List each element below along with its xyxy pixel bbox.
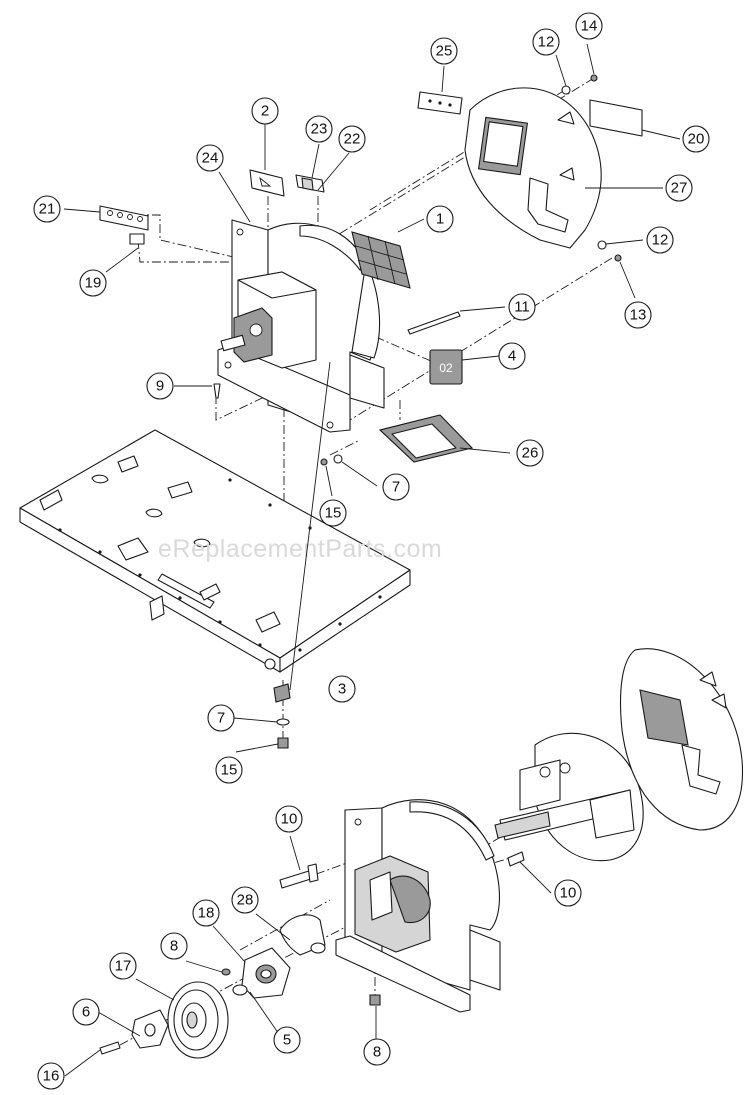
callout-18: 18 [192,899,220,927]
svg-text:02: 02 [439,361,453,375]
svg-text:26: 26 [522,445,539,462]
callout-27: 27 [665,174,693,202]
callout-2: 2 [251,97,279,125]
svg-text:16: 16 [43,1068,60,1085]
callout-7-top: 7 [382,473,410,501]
callout-21: 21 [33,195,61,223]
svg-text:19: 19 [85,275,102,292]
callout-13: 13 [624,301,652,329]
callout-20: 20 [682,125,710,153]
svg-text:15: 15 [221,762,238,779]
callout-15-top: 15 [319,499,347,527]
svg-text:12: 12 [652,232,669,249]
callout-16: 16 [37,1062,65,1090]
callout-10-right: 10 [554,879,582,907]
callout-9: 9 [146,372,174,400]
callout-24: 24 [196,144,224,172]
svg-text:18: 18 [198,905,215,922]
callout-8-bottom: 8 [363,1038,391,1066]
svg-text:23: 23 [311,121,328,138]
callout-6: 6 [72,998,100,1026]
svg-text:5: 5 [283,1032,291,1049]
svg-text:27: 27 [671,180,688,197]
callouts: 1 2 3 4 5 6 7 7 8 8 9 10 10 11 12 12 13 … [33,12,710,1090]
svg-text:17: 17 [115,958,132,975]
drive-parts-bottom [99,851,525,1059]
callout-22: 22 [338,125,366,153]
blower-housing-top [217,219,385,433]
callout-4: 4 [498,342,526,370]
svg-text:15: 15 [325,505,342,522]
callout-7-bottom: 7 [207,704,235,732]
svg-text:9: 9 [156,378,164,395]
svg-text:7: 7 [392,479,400,496]
callout-12-right: 12 [646,226,674,254]
side-plates-bottom [494,648,744,862]
svg-text:28: 28 [237,892,254,909]
svg-text:13: 13 [630,307,647,324]
svg-text:10: 10 [281,811,298,828]
svg-text:20: 20 [688,131,705,148]
callout-15-bottom: 15 [215,756,243,784]
svg-text:21: 21 [39,201,56,218]
callout-3: 3 [328,675,356,703]
svg-text:7: 7 [217,710,225,727]
decals-top: 02 [99,169,474,466]
callout-19: 19 [79,269,107,297]
callout-28: 28 [231,886,259,914]
callout-10-left: 10 [275,805,303,833]
svg-text:4: 4 [508,348,516,365]
callout-5: 5 [273,1026,301,1054]
svg-text:8: 8 [373,1044,381,1061]
base-frame [19,429,411,673]
callout-1: 1 [426,205,454,233]
callout-12-top: 12 [532,28,560,56]
svg-text:14: 14 [581,18,598,35]
svg-text:25: 25 [436,43,453,60]
svg-text:1: 1 [436,211,444,228]
svg-text:24: 24 [202,150,219,167]
callout-25: 25 [430,37,458,65]
svg-text:6: 6 [82,1004,90,1021]
callout-14: 14 [575,12,603,40]
callout-26: 26 [516,439,544,467]
blower-housing-bottom [335,799,501,1013]
svg-text:10: 10 [560,885,577,902]
svg-text:3: 3 [338,681,346,698]
side-cover-top [417,74,643,262]
callout-8-left: 8 [160,932,188,960]
svg-text:12: 12 [538,34,555,51]
callout-11: 11 [508,293,536,321]
svg-text:8: 8 [170,938,178,955]
watermark-text: eReplacementParts.com [158,535,442,563]
frame-holes [58,478,382,652]
svg-text:22: 22 [344,131,361,148]
svg-text:11: 11 [514,299,530,316]
svg-text:2: 2 [261,103,269,120]
fasteners-middle [273,683,291,749]
callout-17: 17 [109,952,137,980]
callout-23: 23 [305,115,333,143]
